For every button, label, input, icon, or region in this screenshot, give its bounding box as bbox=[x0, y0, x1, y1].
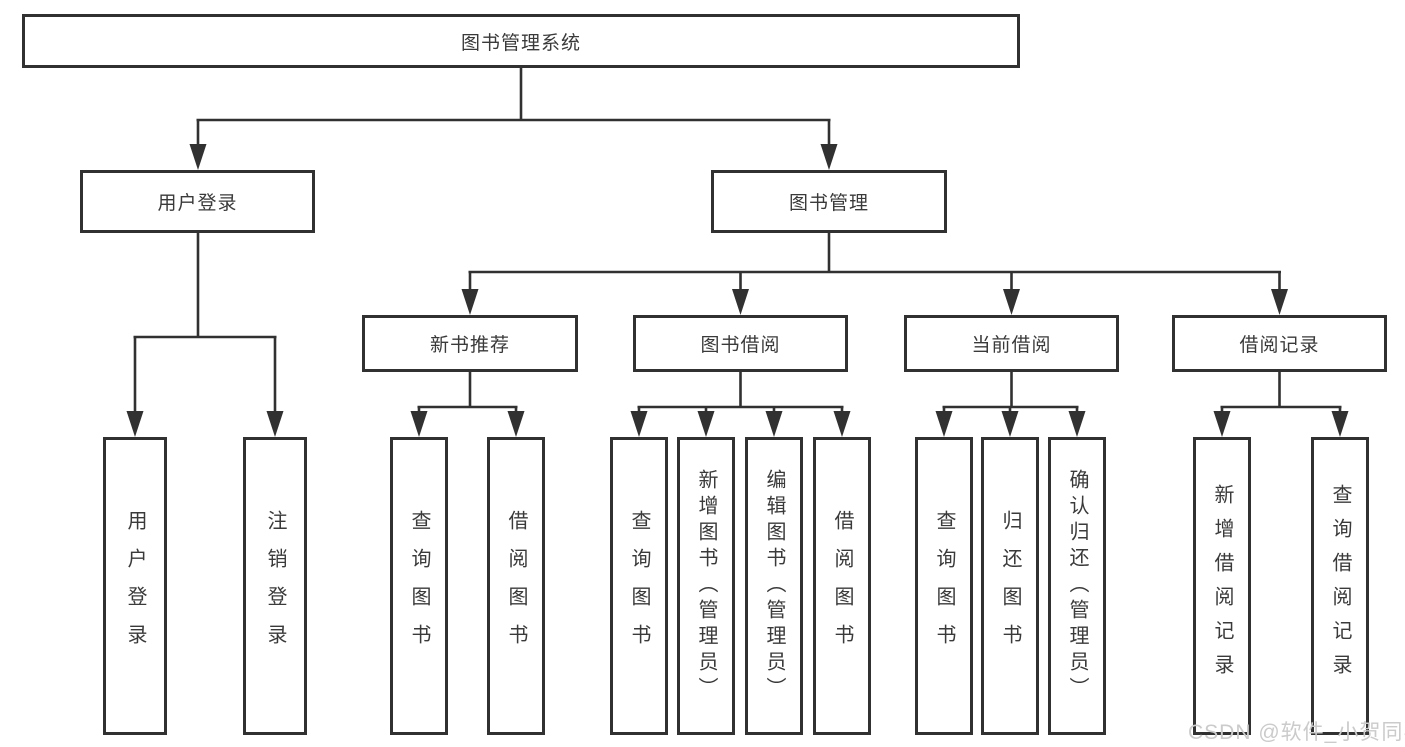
leaf-user-login: 用户登录 bbox=[103, 437, 167, 735]
node-label: 用户登录 bbox=[124, 510, 146, 662]
node-label: 借阅图书 bbox=[831, 510, 853, 662]
node-label: 归还图书 bbox=[999, 510, 1021, 662]
leaf-query-books-current: 查询图书 bbox=[915, 437, 973, 735]
node-label: 图书管理系统 bbox=[460, 32, 581, 54]
leaf-confirm-return-admin: 确认归还（管理员） bbox=[1048, 437, 1106, 735]
node-label: 借阅图书 bbox=[505, 510, 527, 662]
node-label: 新书推荐 bbox=[429, 335, 510, 356]
node-label: 用户登录 bbox=[157, 193, 238, 214]
leaf-return-books: 归还图书 bbox=[981, 437, 1039, 735]
node-label: 当前借阅 bbox=[971, 335, 1052, 356]
node-label: 图书借阅 bbox=[700, 335, 781, 356]
node-label: 查询图书 bbox=[408, 510, 430, 662]
node-label: 新增借阅记录 bbox=[1211, 484, 1233, 688]
leaf-query-books-borrow: 查询图书 bbox=[610, 437, 668, 735]
leaf-query-borrow-record: 查询借阅记录 bbox=[1311, 437, 1369, 735]
leaf-add-books-admin: 新增图书（管理员） bbox=[677, 437, 735, 735]
node-current-borrow: 当前借阅 bbox=[904, 315, 1119, 372]
leaf-edit-books-admin: 编辑图书（管理员） bbox=[745, 437, 803, 735]
node-label: 注销登录 bbox=[264, 510, 286, 662]
node-label: 查询图书 bbox=[933, 510, 955, 662]
node-label: 查询借阅记录 bbox=[1329, 484, 1351, 688]
node-new-book-recommend: 新书推荐 bbox=[362, 315, 578, 372]
leaf-logout: 注销登录 bbox=[243, 437, 307, 735]
node-book-borrow: 图书借阅 bbox=[633, 315, 848, 372]
node-label: 编辑图书（管理员） bbox=[763, 469, 785, 703]
node-library-system: 图书管理系统 bbox=[22, 14, 1020, 68]
node-label: 确认归还（管理员） bbox=[1066, 469, 1088, 703]
csdn-watermark: CSDN @软件_小贺同学 bbox=[1188, 721, 1405, 744]
node-label: 图书管理 bbox=[788, 193, 869, 214]
node-book-management: 图书管理 bbox=[711, 170, 947, 233]
node-borrow-records: 借阅记录 bbox=[1172, 315, 1387, 372]
leaf-add-borrow-record: 新增借阅记录 bbox=[1193, 437, 1251, 735]
leaf-query-books-recommend: 查询图书 bbox=[390, 437, 448, 735]
node-label: 借阅记录 bbox=[1239, 335, 1320, 356]
node-label: 查询图书 bbox=[628, 510, 650, 662]
leaf-borrow-books: 借阅图书 bbox=[813, 437, 871, 735]
node-label: 新增图书（管理员） bbox=[695, 469, 717, 703]
node-user-login: 用户登录 bbox=[80, 170, 315, 233]
leaf-borrow-books-recommend: 借阅图书 bbox=[487, 437, 545, 735]
